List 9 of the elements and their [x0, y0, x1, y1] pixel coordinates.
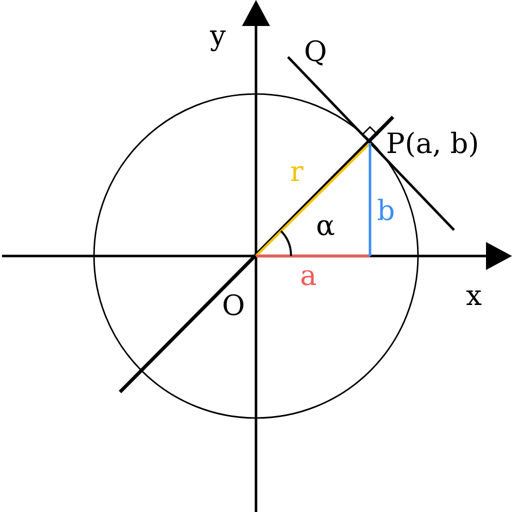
point-label: Q — [304, 38, 327, 66]
angle-label: α — [316, 212, 335, 240]
axis-label: x — [466, 282, 482, 310]
point-label: P(a, b) — [386, 130, 480, 158]
origin-label: O — [222, 292, 245, 320]
side-label: b — [377, 197, 395, 225]
axis-label: y — [210, 22, 226, 50]
radius-label: r — [290, 158, 304, 186]
side-label: a — [300, 262, 317, 290]
